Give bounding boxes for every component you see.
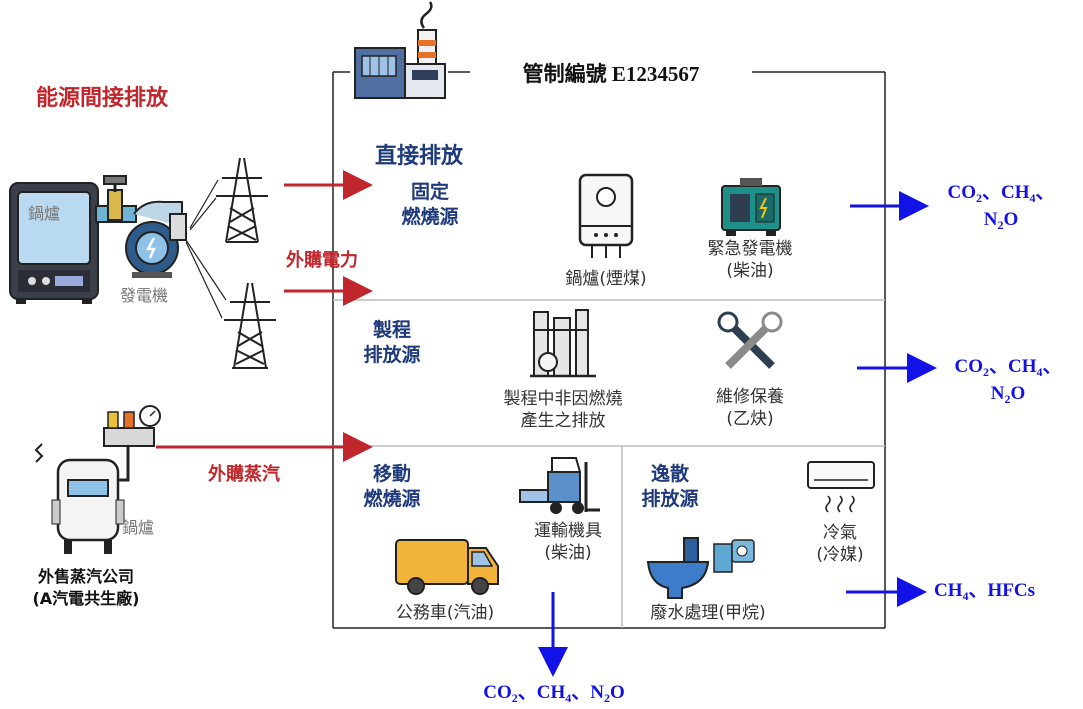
non-combustion-line1: 製程中非因燃燒 (503, 389, 623, 409)
steam-boiler-icon (34, 405, 161, 554)
stationary-combustion-title: 固定 燃燒源 (384, 180, 476, 230)
forklift-icon (519, 457, 600, 514)
direct-emissions-title: 直接排放 (375, 144, 464, 169)
wastewater-icon (646, 537, 755, 599)
process-line1: 製程 (372, 319, 411, 341)
air-conditioner-icon (807, 461, 875, 513)
steam-company-name: 外售蒸汽公司 (A汽電共生廠) (16, 566, 156, 610)
fugitive-emissions-title: 逸散 排放源 (630, 462, 710, 512)
transmission-tower-bottom-icon (185, 239, 276, 369)
boiler-left-label: 鍋爐 (28, 204, 61, 223)
maintenance-line1: 維修保養 (716, 387, 784, 407)
emergency-generator-line2: (柴油) (726, 261, 774, 281)
wall-boiler-label: 鍋爐(煙煤) (565, 269, 647, 289)
boiler-left-icon (9, 182, 99, 304)
maintenance-tools-icon (717, 311, 783, 369)
steam-company-boiler-label: 鍋爐 (122, 518, 155, 537)
transmission-tower-top-icon (189, 157, 268, 243)
maintenance-label: 維修保養 (乙炔) (700, 386, 800, 430)
facility-boundary-box (332, 71, 886, 629)
emission-text-mobile: CO2、CH4、N2O (483, 682, 625, 705)
mobile-line2: 燃燒源 (363, 488, 421, 510)
van-label: 公務車(汽油) (395, 603, 495, 623)
emission-text-fugitive: CH4、HFCs (934, 580, 1036, 603)
mobile-line1: 移動 (372, 463, 411, 485)
purchased-power-label: 外購電力 (286, 250, 358, 271)
emergency-generator-icon (721, 178, 781, 236)
steam-company-line2: (A汽電共生廠) (32, 589, 140, 608)
wall-boiler-icon (578, 173, 634, 258)
fugitive-line1: 逸散 (650, 463, 689, 485)
purchased-steam-label: 外購蒸汽 (208, 464, 280, 485)
fugitive-line2: 排放源 (641, 488, 699, 510)
blue-arrows (538, 191, 937, 677)
generator-left-label: 發電機 (120, 286, 169, 305)
non-combustion-label: 製程中非因燃燒 產生之排放 (478, 388, 648, 432)
emission-text-stationary: CO2、CH4、 N2O (947, 182, 1055, 232)
mobile-combustion-title: 移動 燃燒源 (352, 462, 432, 512)
air-conditioner-line2: (冷媒) (816, 545, 864, 565)
maintenance-line2: (乙炔) (726, 409, 774, 429)
emergency-generator-line1: 緊急發電機 (707, 239, 793, 259)
emergency-generator-label: 緊急發電機 (柴油) (694, 238, 806, 282)
air-conditioner-line1: 冷氣 (823, 523, 857, 543)
wastewater-label: 廢水處理(甲烷) (650, 603, 766, 623)
process-line2: 排放源 (363, 344, 421, 366)
stationary-line1: 固定 (410, 181, 449, 203)
forklift-line1: 運輸機具 (534, 521, 602, 541)
indirect-emissions-title: 能源間接排放 (36, 86, 169, 111)
air-conditioner-label: 冷氣 (冷媒) (800, 522, 880, 566)
forklift-label: 運輸機具 (柴油) (518, 520, 618, 564)
stationary-line2: 燃燒源 (401, 206, 459, 228)
generator-icon (95, 175, 187, 278)
forklift-line2: (柴油) (544, 543, 592, 563)
factory-icon (354, 1, 446, 99)
steam-company-line1: 外售蒸汽公司 (37, 567, 134, 586)
van-icon (395, 539, 499, 595)
control-number: 管制編號 E1234567 (522, 62, 700, 86)
process-plant-icon (530, 309, 596, 378)
process-emissions-title: 製程 排放源 (354, 318, 430, 368)
emission-text-process: CO2、CH4、 N2O (954, 356, 1062, 406)
non-combustion-line2: 產生之排放 (520, 411, 606, 431)
red-arrows (156, 170, 373, 462)
